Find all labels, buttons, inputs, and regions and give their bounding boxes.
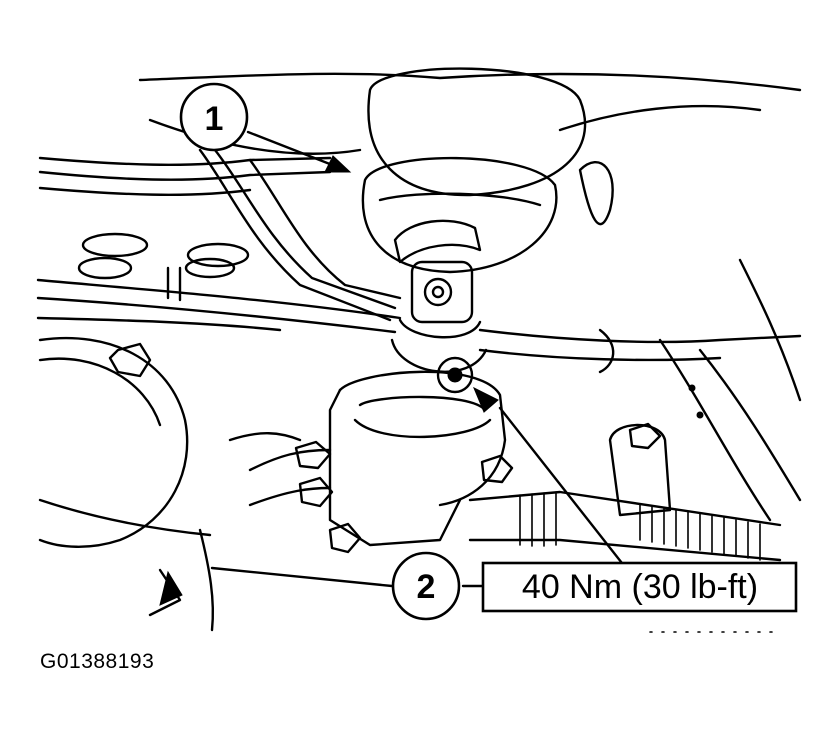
callout-1: 1 xyxy=(179,82,249,152)
callout-2-number: 2 xyxy=(417,568,436,606)
figure-id-label: G01388193 xyxy=(40,650,155,673)
callout-2: 2 40 Nm (30 lb-ft) xyxy=(391,551,798,621)
torque-spec-label: 40 Nm (30 lb-ft) xyxy=(522,568,758,606)
callout-circle xyxy=(391,551,461,621)
callout-circle xyxy=(179,82,249,152)
torque-spec-box xyxy=(481,561,798,613)
callout-1-number: 1 xyxy=(205,100,224,138)
line-art xyxy=(36,67,802,633)
leader-line-1 xyxy=(246,130,352,173)
